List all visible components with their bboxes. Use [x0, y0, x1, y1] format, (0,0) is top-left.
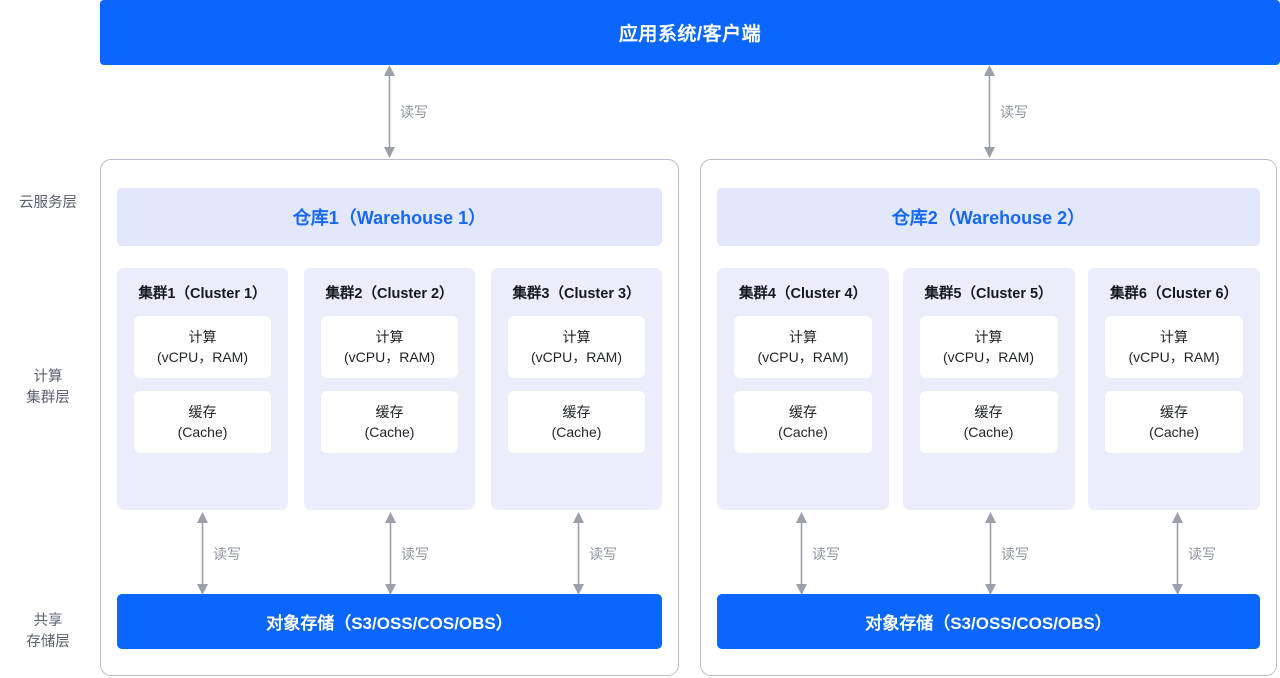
- cluster-card-1[interactable]: 集群1（Cluster 1） 计算 (vCPU，RAM) 缓存 (Cache): [117, 268, 288, 510]
- application-system-title: 应用系统/客户端: [618, 24, 762, 45]
- arrow-label-readwrite: 读写: [1000, 103, 1028, 120]
- cluster-3-cache-box: 缓存 (Cache): [508, 391, 645, 453]
- cluster-5-cache-spec: (Cache): [963, 423, 1014, 440]
- cluster-2-cache-label: 缓存: [375, 403, 404, 420]
- cluster-4-title: 集群4（Cluster 4）: [738, 286, 868, 302]
- warehouse-1-clusters-row: 集群1（Cluster 1） 计算 (vCPU，RAM) 缓存 (Cache) …: [117, 268, 662, 510]
- cluster-to-storage-arrow-w2-c1: 读写: [795, 512, 840, 595]
- warehouse-2-object-storage-title: 对象存储（S3/OSS/COS/OBS）: [865, 614, 1112, 633]
- cluster-card-5[interactable]: 集群5（Cluster 5） 计算 (vCPU，RAM) 缓存 (Cache): [902, 268, 1075, 510]
- cluster-1-compute-label: 计算: [188, 328, 217, 345]
- cluster-to-storage-arrow-w2-c2: 读写: [984, 512, 1029, 595]
- cluster-6-title: 集群6（Cluster 6）: [1109, 286, 1239, 302]
- cluster-to-storage-arrow-w2-c3: 读写: [1171, 512, 1216, 595]
- cluster-4-compute-box: 计算 (vCPU，RAM): [734, 316, 872, 378]
- arrow-label-readwrite: 读写: [589, 545, 617, 562]
- cluster-to-storage-arrow-w1-c1: 读写: [196, 512, 241, 595]
- warehouse-2-title: 仓库2（Warehouse 2）: [891, 208, 1086, 228]
- cluster-3-compute-spec: (vCPU，RAM): [531, 348, 622, 365]
- cluster-2-compute-spec: (vCPU，RAM): [344, 348, 435, 365]
- cluster-3-compute-box: 计算 (vCPU，RAM): [508, 316, 645, 378]
- cluster-3-cache-label: 缓存: [562, 403, 591, 420]
- cluster-6-cache-spec: (Cache): [1149, 423, 1199, 440]
- cluster-to-storage-arrow-w1-c2: 读写: [384, 512, 429, 595]
- cluster-card-2[interactable]: 集群2（Cluster 2） 计算 (vCPU，RAM) 缓存 (Cache): [304, 268, 475, 510]
- cluster-to-storage-arrow-w1-c3: 读写: [572, 512, 617, 595]
- cluster-card-6[interactable]: 集群6（Cluster 6） 计算 (vCPU，RAM) 缓存 (Cache): [1088, 268, 1260, 510]
- cluster-2-cache-box: 缓存 (Cache): [321, 391, 458, 453]
- cluster-2-compute-label: 计算: [375, 328, 404, 345]
- cluster-5-cache-box: 缓存 (Cache): [919, 391, 1058, 453]
- app-to-warehouse2-arrow: 读写: [983, 65, 1028, 158]
- cluster-5-compute-box: 计算 (vCPU，RAM): [919, 316, 1058, 378]
- cluster-6-compute-label: 计算: [1160, 328, 1188, 345]
- layer-label-shared-storage: 共享 存储层: [26, 613, 70, 650]
- warehouse-2-header: 仓库2（Warehouse 2）: [717, 188, 1260, 246]
- cluster-6-compute-spec: (vCPU，RAM): [1128, 348, 1220, 365]
- cluster-5-compute-label: 计算: [974, 328, 1003, 345]
- arrow-label-readwrite: 读写: [1001, 545, 1029, 562]
- cluster-5-title: 集群5（Cluster 5）: [924, 286, 1053, 302]
- warehouse-2-panel: 仓库2（Warehouse 2） 集群4（Cluster 4） 计算 (vCPU…: [700, 159, 1277, 676]
- app-to-warehouse1-arrow: 读写: [383, 65, 428, 158]
- cluster-1-cache-box: 缓存 (Cache): [134, 391, 271, 453]
- cluster-3-cache-spec: (Cache): [551, 423, 602, 440]
- cluster-1-cache-spec: (Cache): [177, 423, 228, 440]
- arrow-label-readwrite: 读写: [812, 545, 840, 562]
- arrow-label-readwrite: 读写: [400, 103, 428, 120]
- cluster-card-4[interactable]: 集群4（Cluster 4） 计算 (vCPU，RAM) 缓存 (Cache): [717, 268, 889, 510]
- cluster-6-compute-box: 计算 (vCPU，RAM): [1105, 316, 1243, 378]
- warehouse-1-object-storage-title: 对象存储（S3/OSS/COS/OBS）: [266, 614, 513, 633]
- cluster-6-cache-box: 缓存 (Cache): [1105, 391, 1243, 453]
- arrow-label-readwrite: 读写: [213, 545, 241, 562]
- cluster-1-title: 集群1（Cluster 1）: [138, 286, 267, 302]
- warehouse-1-title: 仓库1（Warehouse 1）: [292, 208, 487, 228]
- arrow-label-readwrite: 读写: [1188, 545, 1216, 562]
- cluster-5-compute-spec: (vCPU，RAM): [943, 348, 1034, 365]
- cluster-2-cache-spec: (Cache): [364, 423, 415, 440]
- cluster-2-compute-box: 计算 (vCPU，RAM): [321, 316, 458, 378]
- cluster-5-cache-label: 缓存: [974, 403, 1003, 420]
- layer-label-cloud-service: 云服务层: [19, 195, 77, 211]
- warehouse-1-header: 仓库1（Warehouse 1）: [117, 188, 662, 246]
- cluster-1-compute-spec: (vCPU，RAM): [157, 348, 248, 365]
- cluster-2-title: 集群2（Cluster 2）: [325, 286, 454, 302]
- cluster-4-cache-label: 缓存: [789, 403, 817, 420]
- warehouse-2-object-storage-bar: 对象存储（S3/OSS/COS/OBS）: [717, 594, 1260, 649]
- cluster-1-cache-label: 缓存: [188, 403, 217, 420]
- cluster-1-compute-box: 计算 (vCPU，RAM): [134, 316, 271, 378]
- cluster-4-compute-label: 计算: [789, 328, 817, 345]
- cluster-card-3[interactable]: 集群3（Cluster 3） 计算 (vCPU，RAM) 缓存 (Cache): [491, 268, 662, 510]
- cluster-4-cache-spec: (Cache): [778, 423, 828, 440]
- cluster-3-title: 集群3（Cluster 3）: [512, 286, 641, 302]
- cluster-4-compute-spec: (vCPU，RAM): [757, 348, 849, 365]
- warehouse-1-panel: 仓库1（Warehouse 1） 集群1（Cluster 1） 计算 (vCPU…: [100, 159, 679, 676]
- cluster-3-compute-label: 计算: [562, 328, 591, 345]
- arrow-label-readwrite: 读写: [401, 545, 429, 562]
- layer-label-compute-cluster: 计算 集群层: [26, 369, 70, 406]
- application-system-bar: 应用系统/客户端: [100, 0, 1280, 65]
- warehouse-1-object-storage-bar: 对象存储（S3/OSS/COS/OBS）: [117, 594, 662, 649]
- warehouse-2-clusters-row: 集群4（Cluster 4） 计算 (vCPU，RAM) 缓存 (Cache) …: [717, 268, 1260, 510]
- cluster-6-cache-label: 缓存: [1160, 403, 1188, 420]
- cluster-4-cache-box: 缓存 (Cache): [734, 391, 872, 453]
